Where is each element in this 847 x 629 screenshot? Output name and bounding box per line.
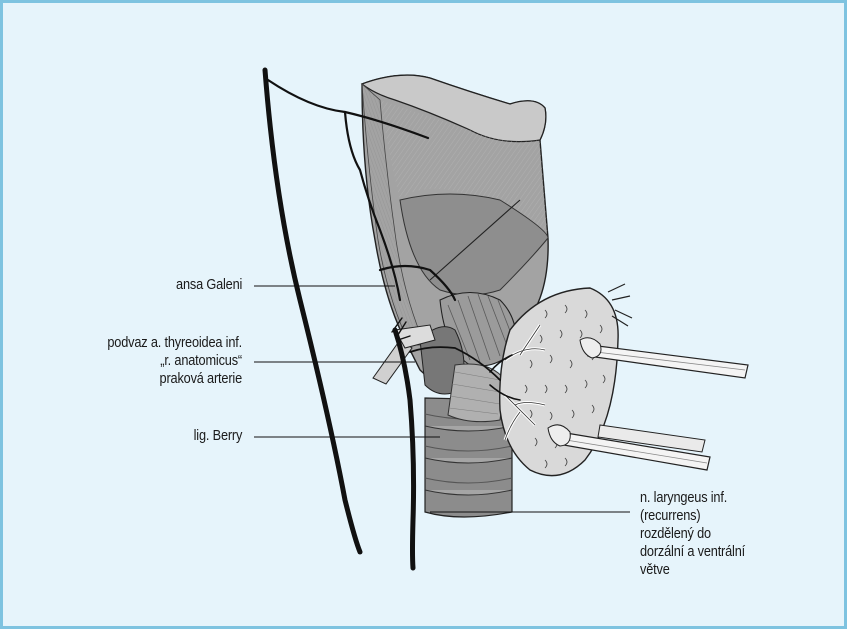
label-ligature-line3: praková arterie [107,370,242,388]
label-lig-berry: lig. Berry [193,427,242,445]
label-nerve-line2: (recurrens) [640,507,745,525]
label-ligature-line1: podvaz a. thyreoidea inf. [107,334,242,352]
label-nerve-line4: dorzální a ventrální [640,543,745,561]
label-ligature: podvaz a. thyreoidea inf. „r. anatomicus… [107,334,242,388]
label-ansa-galeni: ansa Galeni [176,276,242,294]
label-nerve-line3: rozdělený do [640,525,745,543]
label-ligature-line2: „r. anatomicus“ [107,352,242,370]
label-recurrent-nerve: n. laryngeus inf. (recurrens) rozdělený … [640,489,745,579]
label-nerve-line1: n. laryngeus inf. [640,489,745,507]
label-nerve-line5: větve [640,561,745,579]
